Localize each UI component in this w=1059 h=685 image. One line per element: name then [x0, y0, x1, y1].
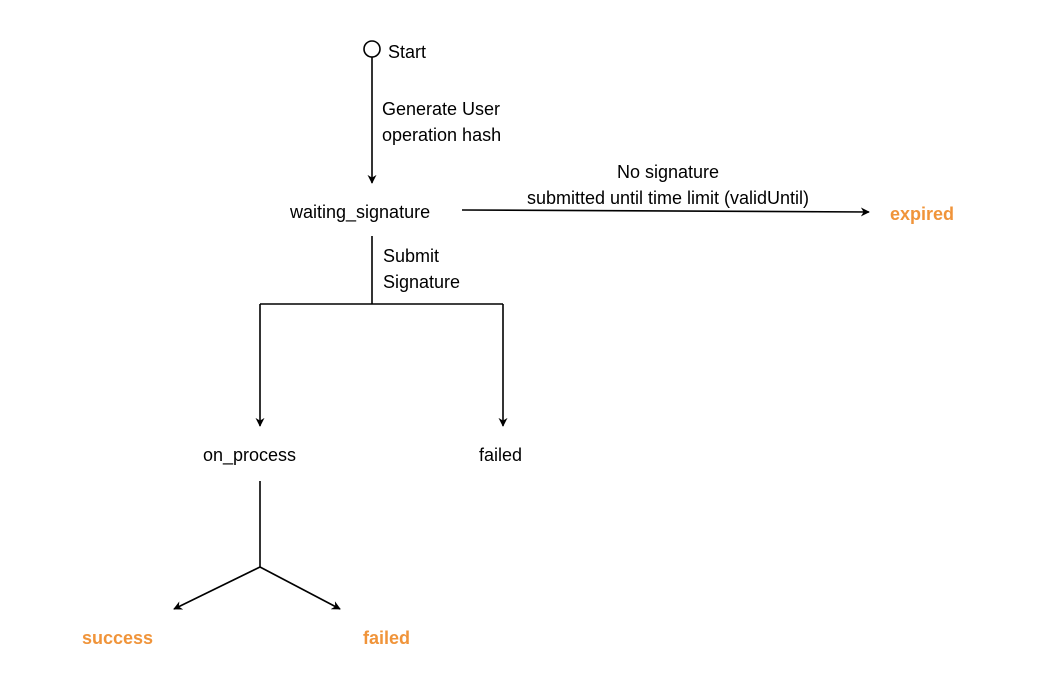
- edge-waiting-to-expired: [461, 207, 870, 217]
- transition-no-signature: No signature submitted until time limit …: [488, 159, 848, 211]
- transition-no-signature-line1: No signature: [616, 162, 720, 182]
- transition-generate-hash-line1: Generate User: [382, 99, 501, 119]
- transition-generate-hash-line2: operation hash: [382, 125, 502, 145]
- terminal-success: success: [82, 628, 154, 648]
- state-failed: failed: [479, 445, 523, 465]
- transition-generate-hash: Generate User operation hash: [382, 96, 501, 148]
- terminal-expired: expired: [890, 204, 955, 224]
- transition-submit-signature-line1: Submit: [383, 246, 440, 266]
- edge-on-process-to-failed: [259, 566, 341, 610]
- state-on-process: on_process: [203, 445, 297, 465]
- transition-no-signature-line2: submitted until time limit (validUntil): [526, 188, 810, 208]
- edge-on-process-to-success: [173, 566, 261, 610]
- transition-submit-signature-line2: Signature: [383, 272, 461, 292]
- start-label: Start: [388, 42, 427, 62]
- transition-submit-signature: Submit Signature: [383, 243, 460, 295]
- terminal-failed: failed: [363, 628, 411, 648]
- start-node: [363, 40, 381, 58]
- state-waiting-signature: waiting_signature: [290, 202, 431, 222]
